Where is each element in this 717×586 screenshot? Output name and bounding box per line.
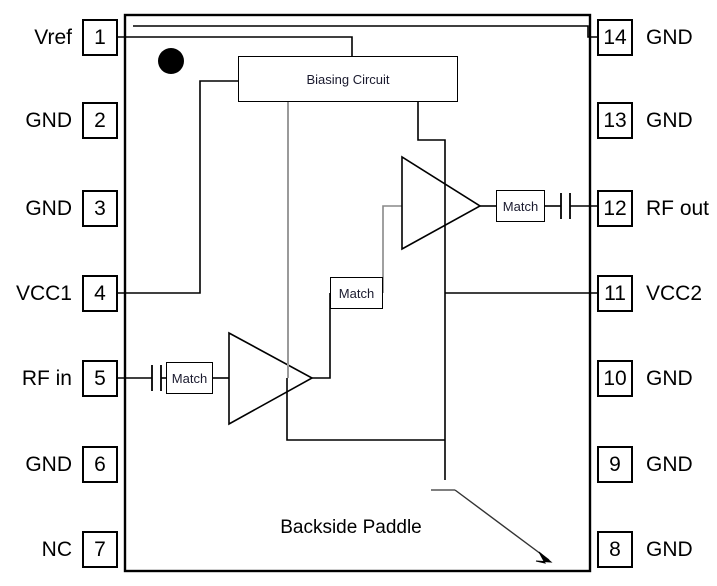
pin-box-7[interactable]: 7: [82, 531, 118, 568]
wire-biasing-circuit-to-amp2-supply: [417, 102, 446, 480]
pin-label-11-vcc2: VCC2: [646, 281, 703, 305]
pin-box-1[interactable]: 1: [82, 19, 118, 56]
amplifier-stage-1: [228, 331, 314, 426]
pin-label-13-gnd: GND: [646, 108, 693, 132]
wire-amp1-out-to-interstage-match: [312, 293, 331, 379]
wire-amp1-ground-return: [286, 378, 445, 441]
pin-box-2[interactable]: 2: [82, 102, 118, 139]
pin-label-3-gnd: GND: [25, 196, 72, 220]
match-block-interstage[interactable]: Match: [330, 277, 383, 309]
backside-paddle-arrow-shaft: [454, 489, 550, 561]
pin-box-14[interactable]: 14: [597, 19, 633, 56]
backside-paddle-arrow-head: [535, 551, 553, 564]
pin-box-8[interactable]: 8: [597, 531, 633, 568]
wire-pin4-to-biasing-circuit: [118, 80, 238, 294]
match-block-output[interactable]: Match: [496, 190, 545, 222]
pin-label-10-gnd: GND: [646, 366, 693, 390]
pin-label-6-gnd: GND: [25, 452, 72, 476]
pin-box-12[interactable]: 12: [597, 190, 633, 227]
pin-box-6[interactable]: 6: [82, 446, 118, 483]
pin-label-2-gnd: GND: [25, 108, 72, 132]
pin-label-8-gnd: GND: [646, 537, 693, 561]
pin-box-3[interactable]: 3: [82, 190, 118, 227]
pin-box-13[interactable]: 13: [597, 102, 633, 139]
pin-label-14-gnd: GND: [646, 25, 693, 49]
backside-paddle-line-1: Backside Paddle: [280, 517, 422, 539]
pin-label-4-vcc1: VCC1: [15, 281, 72, 305]
backside-paddle-annotation: Backside Paddle RF/DC GND: [271, 470, 431, 586]
wire-pin1-to-biasing-circuit: [118, 36, 353, 56]
amplifier-stage-2: [401, 155, 482, 251]
pin-box-4[interactable]: 4: [82, 275, 118, 312]
wire-interstage-match-to-amp2: [382, 205, 402, 293]
pin-one-orientation-dot: [158, 48, 184, 74]
pin-label-7-nc: NC: [41, 537, 72, 561]
pin-label-1-vref: Vref: [34, 25, 72, 49]
match-block-input[interactable]: Match: [166, 362, 213, 394]
wire-pin14-top-rail: [133, 25, 597, 38]
pin-box-10[interactable]: 10: [597, 360, 633, 397]
pin-box-5[interactable]: 5: [82, 360, 118, 397]
pin-label-9-gnd: GND: [646, 452, 693, 476]
pin-label-5-rf-in: RF in: [21, 366, 72, 390]
pin-label-12-rf-out: RF out: [646, 196, 710, 220]
biasing-circuit-block[interactable]: Biasing Circuit: [238, 56, 458, 102]
pin-box-11[interactable]: 11: [597, 275, 633, 312]
pin-box-9[interactable]: 9: [597, 446, 633, 483]
